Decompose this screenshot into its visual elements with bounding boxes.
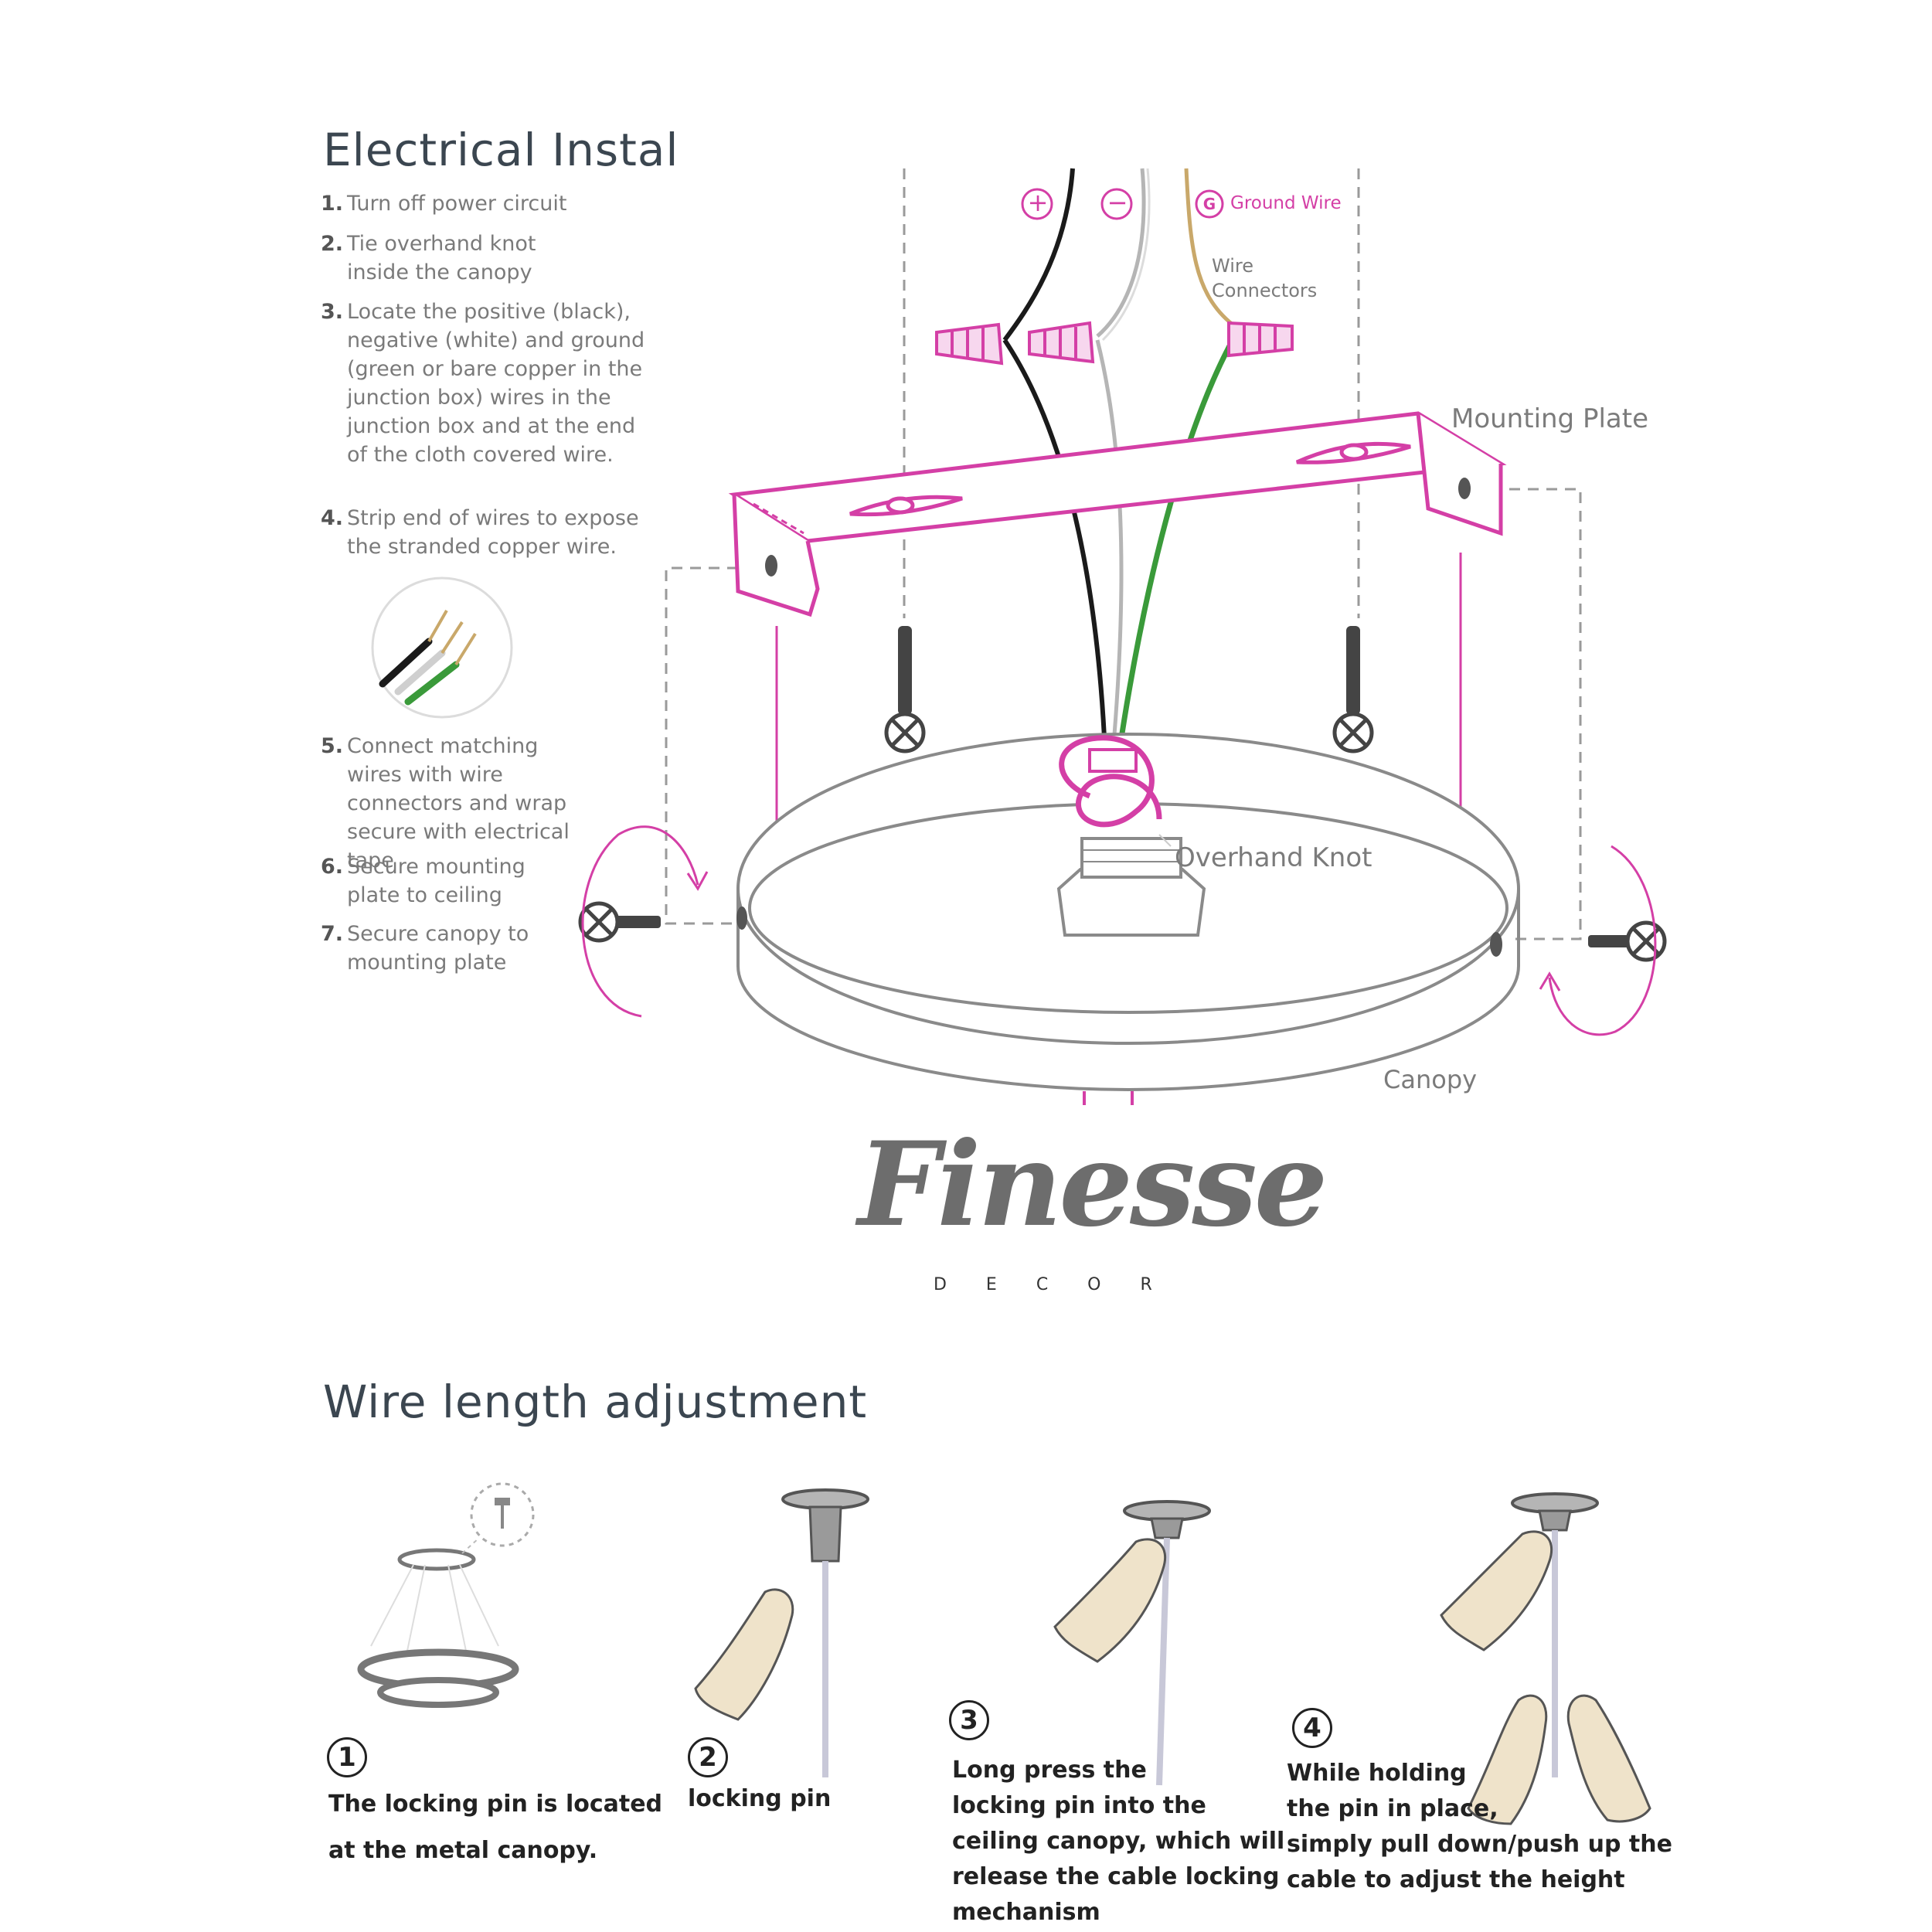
brand-name: Finesse (858, 1117, 1328, 1253)
polarity-badges (1021, 188, 1224, 220)
wl-step-number-4: 4 (1292, 1708, 1332, 1748)
mounting-plate-icon (728, 411, 1507, 617)
wire-length-title: Wire length adjustment (323, 1376, 868, 1428)
guide-lines (665, 168, 1582, 940)
step-2: 2.Tie overhand knot inside the canopy (321, 232, 536, 284)
stripped-wires-icon (371, 577, 513, 719)
step-5: 5.Connect matching wires with wire conne… (321, 734, 570, 872)
wire-connectors-label-line1: Wire (1212, 255, 1253, 277)
brand-subtitle: D E C O R (934, 1275, 1169, 1294)
electrical-title: Electrical Instal (323, 124, 679, 176)
step-6: 6.Secure mounting plate to ceiling (321, 855, 526, 907)
adjust-cable-icon (1440, 1492, 1651, 1825)
mounting-plate-label: Mounting Plate (1451, 403, 1648, 434)
step-4: 4.Strip end of wires to expose the stran… (321, 506, 639, 559)
rotate-arrow-left-icon (581, 825, 709, 1018)
minus-label: − (1107, 188, 1128, 217)
wl-step-caption-3: Long press the locking pin into the ceil… (952, 1757, 1285, 1926)
plus-label: + (1027, 188, 1049, 217)
ceiling-screw-icon (884, 626, 1374, 753)
wl-step-caption-4: While holding the pin in place, simply p… (1287, 1760, 1672, 1893)
ceiling-wires (1002, 168, 1236, 754)
rotate-arrow-right-icon (1539, 845, 1657, 1036)
step-1: 1.Turn off power circuit (321, 192, 567, 216)
wire-connectors-label-line2: Connectors (1212, 280, 1318, 301)
ground-badge: G (1202, 195, 1216, 213)
chandelier-icon (357, 1482, 535, 1708)
overhand-knot-icon (1056, 735, 1206, 937)
overhand-knot-label: Overhand Knot (1175, 842, 1372, 873)
canopy-label: Canopy (1383, 1065, 1478, 1094)
wl-step-caption-1: The locking pin is located at the metal … (328, 1791, 663, 1864)
ground-wire-label: Ground Wire (1230, 193, 1342, 213)
finesse-decor-logo: Finesse D E C O R (858, 1117, 1328, 1310)
wl-step-number-2: 2 (688, 1737, 728, 1777)
wire-connectors-icon (935, 321, 1294, 366)
canopy-screw-left-icon (578, 901, 661, 943)
wl-step-caption-2: locking pin (688, 1785, 832, 1812)
locking-pin-icon (694, 1488, 869, 1777)
press-pin-icon (1053, 1500, 1211, 1786)
step-3: 3.Locate the positive (black), negative … (321, 300, 645, 467)
wl-step-number-3: 3 (949, 1700, 989, 1740)
wl-step-number-1: 1 (327, 1737, 367, 1777)
step-7: 7.Secure canopy to mounting plate (321, 922, 529, 975)
